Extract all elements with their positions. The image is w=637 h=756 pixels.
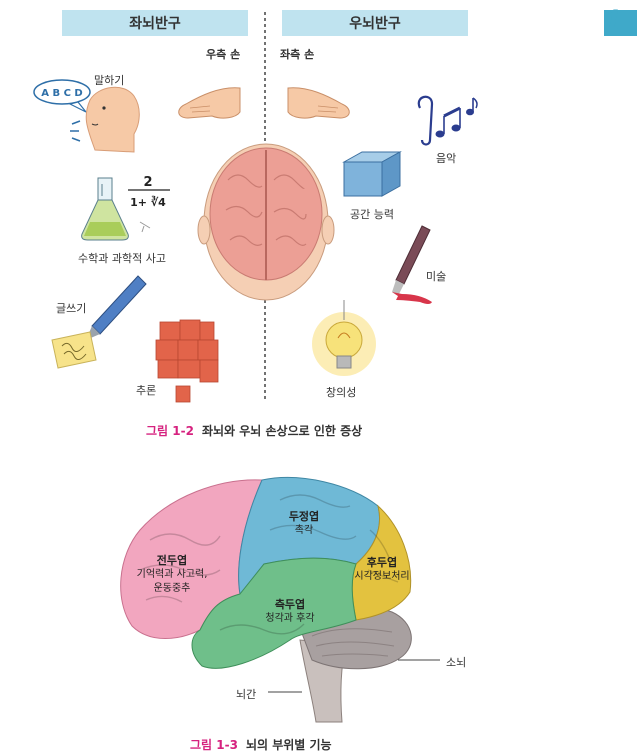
pen-icon	[86, 275, 147, 340]
music-notes-icon	[417, 95, 478, 146]
math-fraction-denominator: 1+ ∛4	[130, 195, 166, 209]
writing-label: 글쓰기	[56, 302, 87, 315]
creativity-label: 창의성	[326, 386, 357, 399]
note-icon	[51, 331, 97, 369]
figure-1-2-text: 좌뇌와 우뇌 손상으로 인한 증상	[201, 424, 363, 438]
speaking-head-icon	[85, 86, 140, 153]
frontal-lobe-label: 전두엽 기억력과 사고력, 운동중추	[136, 554, 208, 594]
brain-lobes-diagram	[120, 477, 440, 723]
figure-1-3-text: 뇌의 부위별 기능	[245, 738, 332, 752]
parietal-lobe-label: 두정엽 촉각	[288, 510, 320, 536]
hemisphere-illustration: A B C D 2 1+ ∛4	[33, 12, 478, 403]
speech-bubble-icon: A B C D	[33, 79, 91, 113]
speak-label: 말하기	[94, 74, 125, 87]
math-fraction-numerator: 2	[143, 175, 152, 190]
speech-letters-text: A B C D	[41, 88, 82, 99]
brain-top-view-icon	[197, 143, 335, 301]
light-bulb-icon	[312, 300, 376, 376]
left-hemisphere-header: 좌뇌반구	[62, 10, 248, 36]
puzzle-icon	[155, 319, 219, 403]
math-label: 수학과 과학적 사고	[78, 252, 166, 265]
figure-1-2-number: 그림 1-2	[146, 424, 194, 438]
cube-icon	[342, 151, 402, 197]
music-label: 음악	[436, 152, 457, 165]
right-hand-icon	[178, 87, 241, 119]
occipital-lobe-label: 후두엽 시각정보처리	[354, 556, 410, 582]
page-number: 1	[604, 6, 623, 36]
art-label: 미술	[426, 270, 447, 283]
math-formula-icon: 2 1+ ∛4	[128, 175, 170, 233]
reasoning-label: 추론	[136, 384, 157, 397]
spatial-label: 공간 능력	[350, 208, 394, 221]
figure-1-3-caption: 그림 1-3 뇌의 부위별 기능	[190, 736, 332, 753]
temporal-lobe-shape	[191, 557, 357, 669]
flask-icon	[81, 177, 129, 241]
paintbrush-icon	[392, 225, 432, 304]
cerebellum-label: 소뇌	[446, 656, 467, 669]
page-tab	[604, 10, 637, 36]
temporal-lobe-label: 측두엽 청각과 후각	[265, 598, 315, 624]
right-hemisphere-header: 우뇌반구	[282, 10, 468, 36]
figure-1-2-caption: 그림 1-2 좌뇌와 우뇌 손상으로 인한 증상	[146, 422, 362, 439]
left-hand-icon	[287, 87, 350, 119]
left-hand-label: 좌측 손	[280, 48, 315, 61]
brainstem-label: 뇌간	[236, 688, 257, 701]
figure-1-3-number: 그림 1-3	[190, 738, 238, 752]
right-hand-label: 우측 손	[206, 48, 241, 61]
